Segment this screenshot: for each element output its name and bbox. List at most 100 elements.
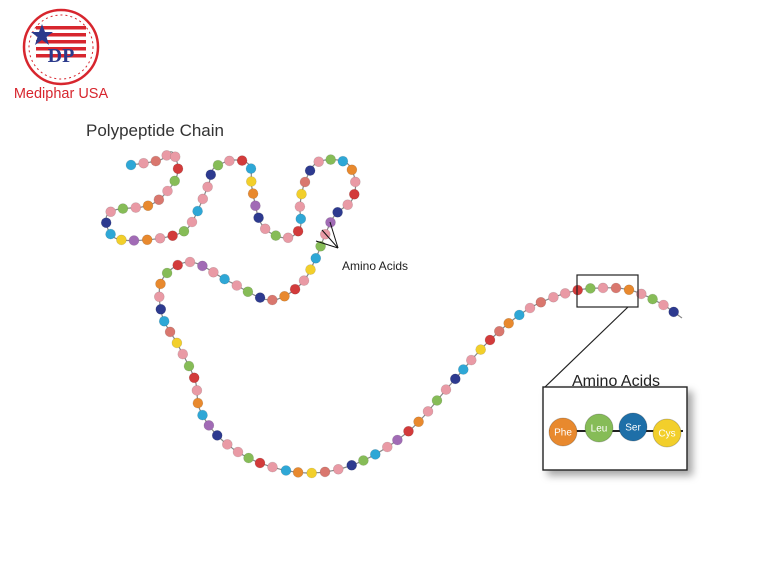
amino-acid-bead [253, 212, 264, 223]
amino-acid-bead [310, 252, 322, 264]
amino-acid-bead [282, 232, 294, 244]
residue-bead [548, 417, 578, 447]
amino-acid-bead [548, 291, 559, 303]
amino-acid-bead [403, 425, 414, 437]
amino-acid-bead [232, 446, 244, 458]
brand-name: Mediphar USA [14, 86, 109, 102]
amino-acid-bead [348, 189, 360, 200]
amino-acid-bead [346, 164, 358, 176]
amino-acid-bead [155, 303, 167, 315]
amino-acid-bead [267, 461, 278, 473]
amino-acid-bead [346, 459, 358, 471]
amino-acid-bead [172, 259, 183, 271]
amino-acid-bead [306, 467, 318, 479]
star-icon [31, 24, 53, 45]
amino-acid-bead [572, 284, 584, 296]
amino-acid-bead [369, 449, 381, 460]
amino-acid-bead [535, 296, 547, 308]
amino-acid-bead [231, 280, 243, 291]
amino-acid-bead [117, 203, 129, 214]
residue-label: Leu [591, 424, 608, 435]
amino-acid-bead [358, 455, 369, 466]
amino-acid-bead [212, 159, 224, 171]
amino-acid-bead [222, 439, 233, 450]
residue-label: Ser [625, 423, 641, 434]
inset-title: Amino Acids [572, 373, 660, 390]
amino-acid-bead [259, 223, 271, 235]
amino-acid-bead [224, 155, 235, 167]
residue-bead [652, 418, 682, 448]
inset-residue-phe: Phe [548, 417, 578, 447]
chain-title: Polypeptide Chain [86, 121, 224, 140]
amino-acid-bead [243, 452, 254, 464]
amino-acid-bead [202, 181, 213, 193]
amino-acid-bead [246, 176, 257, 187]
amino-acid-bead [597, 282, 609, 294]
amino-acid-bead [668, 306, 680, 318]
residue-label: Cys [658, 429, 675, 440]
amino-acid-bead [292, 467, 304, 478]
residue-label: Phe [554, 428, 572, 439]
amino-acid-bead [211, 430, 223, 441]
amino-acid-bead [298, 275, 310, 286]
amino-acid-bead [161, 267, 173, 279]
inset-residue-leu: Leu [584, 413, 614, 443]
amino-acid-bead [197, 193, 209, 205]
amino-acid-bead [169, 175, 180, 187]
amino-acid-bead [138, 157, 149, 169]
amino-acid-bead [279, 290, 290, 302]
amino-acid-bead [154, 291, 165, 303]
zoom-connector [544, 306, 629, 388]
amino-acid-bead [319, 466, 331, 478]
amino-acid-bead [304, 165, 316, 176]
amino-acid-bead [332, 463, 344, 475]
mediphar-logo: DP Mediphar USA [14, 8, 109, 102]
amino-acid-bead [188, 372, 200, 384]
amino-acid-bead [349, 176, 361, 188]
amino-acid-bead [125, 159, 137, 171]
amino-acid-bead [219, 273, 230, 285]
amino-acid-bead [242, 286, 254, 298]
amino-acid-bead [493, 325, 505, 337]
amino-acid-bead [381, 441, 393, 453]
amino-acid-bead [325, 154, 337, 165]
amino-acid-bead [142, 200, 154, 211]
amino-acid-bead [116, 234, 127, 246]
amino-acid-bead [313, 156, 325, 167]
amino-acid-bead [305, 264, 316, 275]
amino-acid-bead [623, 284, 635, 296]
amino-acid-bead [440, 384, 452, 395]
amino-acid-bead [337, 155, 349, 167]
amino-acid-bead [128, 235, 140, 246]
amino-acid-bead [208, 266, 219, 278]
amino-acid-bead [203, 420, 215, 431]
flag-stripes-icon [36, 26, 86, 58]
amino-acid-bead [164, 326, 176, 338]
amino-acid-bead [254, 457, 266, 469]
amino-acid-bead [266, 294, 278, 306]
amino-acid-bead [270, 230, 282, 241]
amino-acid-bead [294, 201, 306, 212]
amino-acid-bead [299, 176, 311, 188]
amino-acid-bead [292, 225, 304, 237]
amino-acid-bead [167, 230, 178, 241]
amino-acid-bead [465, 354, 477, 366]
amino-acid-bead [183, 360, 195, 372]
amino-acid-bead [503, 317, 515, 329]
amino-acid-bead [154, 233, 166, 244]
amino-acid-bead [245, 163, 257, 174]
amino-acid-bead [158, 315, 170, 327]
amino-acid-bead [192, 205, 203, 217]
amino-acid-bead [205, 169, 217, 180]
amino-acid-bead [449, 373, 461, 385]
amino-acid-bead [153, 194, 165, 205]
amino-acid-bead [191, 385, 203, 396]
amino-acid-bead [295, 213, 307, 225]
amino-acid-bead [155, 278, 166, 290]
amino-acid-bead [289, 283, 301, 295]
amino-acid-bead [392, 434, 403, 446]
amino-acid-bead [475, 344, 487, 355]
amino-acid-bead [171, 337, 183, 349]
